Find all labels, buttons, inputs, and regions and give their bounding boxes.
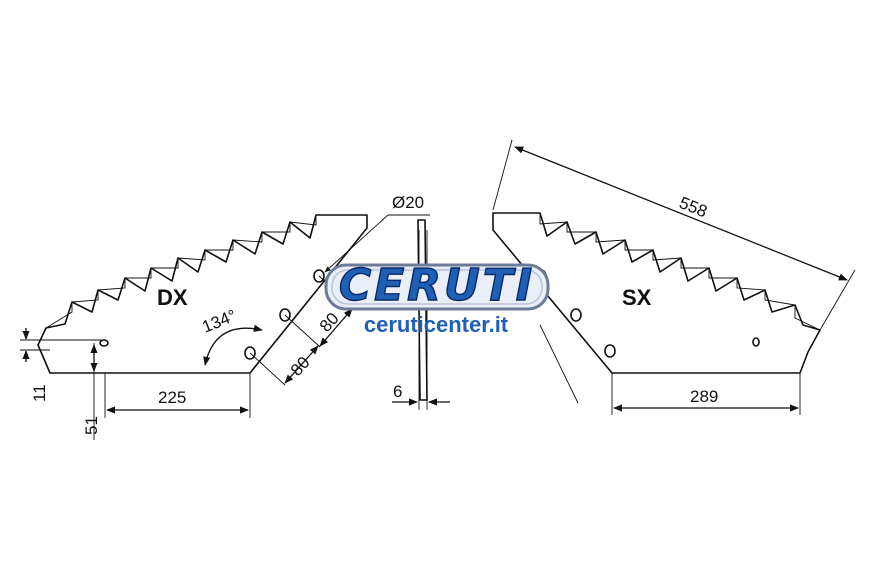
watermark-url: ceruticenter.it bbox=[364, 312, 509, 337]
dim-diameter: Ø20 bbox=[392, 193, 424, 212]
blade-dx: DX bbox=[37, 214, 368, 374]
dim-11: 11 bbox=[30, 384, 49, 402]
dim-6: 6 bbox=[393, 382, 402, 401]
dim-558: 558 bbox=[677, 193, 710, 221]
dim-289: 289 bbox=[690, 387, 718, 406]
dim-80b: 80 bbox=[316, 309, 343, 336]
blade-dx-outline bbox=[37, 214, 368, 374]
label-sx: SX bbox=[622, 285, 652, 310]
watermark-brand: CERUTI bbox=[339, 260, 535, 311]
dim-51: 51 bbox=[82, 416, 101, 435]
label-dx: DX bbox=[157, 285, 188, 310]
dim-225: 225 bbox=[158, 388, 186, 407]
ceruti-watermark: CERUTI ceruticenter.it bbox=[324, 259, 550, 337]
